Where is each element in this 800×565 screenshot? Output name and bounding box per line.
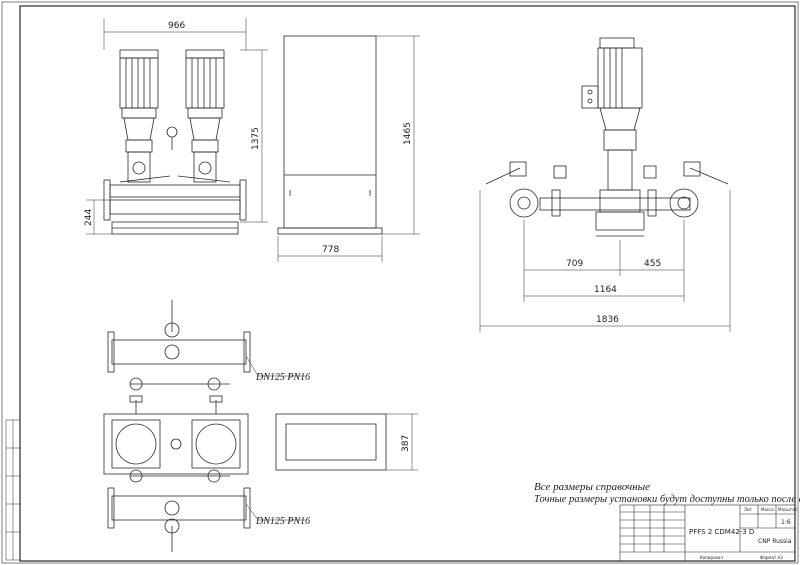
dim-1164-label: 1164 [594, 285, 617, 295]
dim-709-label: 709 [566, 259, 583, 269]
side-view: 709 455 1164 1836 [479, 37, 731, 332]
cabinet-front: 1465 778 [277, 35, 420, 262]
dim-1375 [240, 49, 268, 223]
inner-frame [19, 5, 796, 562]
pressure-gauge [166, 126, 178, 138]
front-view: 966 1375 244 [84, 18, 268, 235]
flange-label-bottom: DN125 PN16 [256, 516, 311, 527]
control-box [581, 85, 599, 109]
dim-1836-label: 1836 [596, 315, 619, 325]
title-company: CNP Russia [758, 538, 792, 545]
title-format: Формат А3 [760, 555, 783, 560]
title-scale-value: 1:6 [781, 519, 791, 526]
dim-1465-label: 1465 [403, 122, 413, 145]
title-mass-label: Масса [761, 507, 774, 512]
title-copied: Копировал [700, 555, 723, 560]
dim-966 [103, 18, 247, 50]
dim-387-label: 387 [401, 435, 411, 452]
title-scale-label: Масштаб [778, 507, 798, 512]
dim-1375-label: 1375 [251, 127, 261, 150]
motor-right [185, 49, 225, 183]
cabinet-plan: 387 [275, 413, 418, 471]
dim-244 [86, 199, 112, 235]
front-manifolds [103, 175, 247, 221]
dim-244-label: 244 [84, 209, 94, 226]
valve-left [509, 188, 539, 218]
title-block [619, 504, 796, 562]
title-sheet-label: Лит [744, 507, 753, 512]
dim-966-label: 966 [168, 21, 185, 31]
dim-455-label: 455 [644, 259, 661, 269]
plan-view [103, 300, 305, 552]
title-designation: PFFS 2 CDM42-3 D [689, 528, 754, 536]
flange-label-top: DN125 PN16 [256, 372, 311, 383]
left-side-stamp [5, 419, 21, 561]
valve-right [669, 188, 699, 218]
note-line-1: Все размеры справочные [534, 481, 650, 493]
motor-left [119, 49, 159, 183]
note-line-2: Точные размеры установки будут доступны … [534, 494, 800, 505]
dim-778-label: 778 [322, 245, 339, 255]
